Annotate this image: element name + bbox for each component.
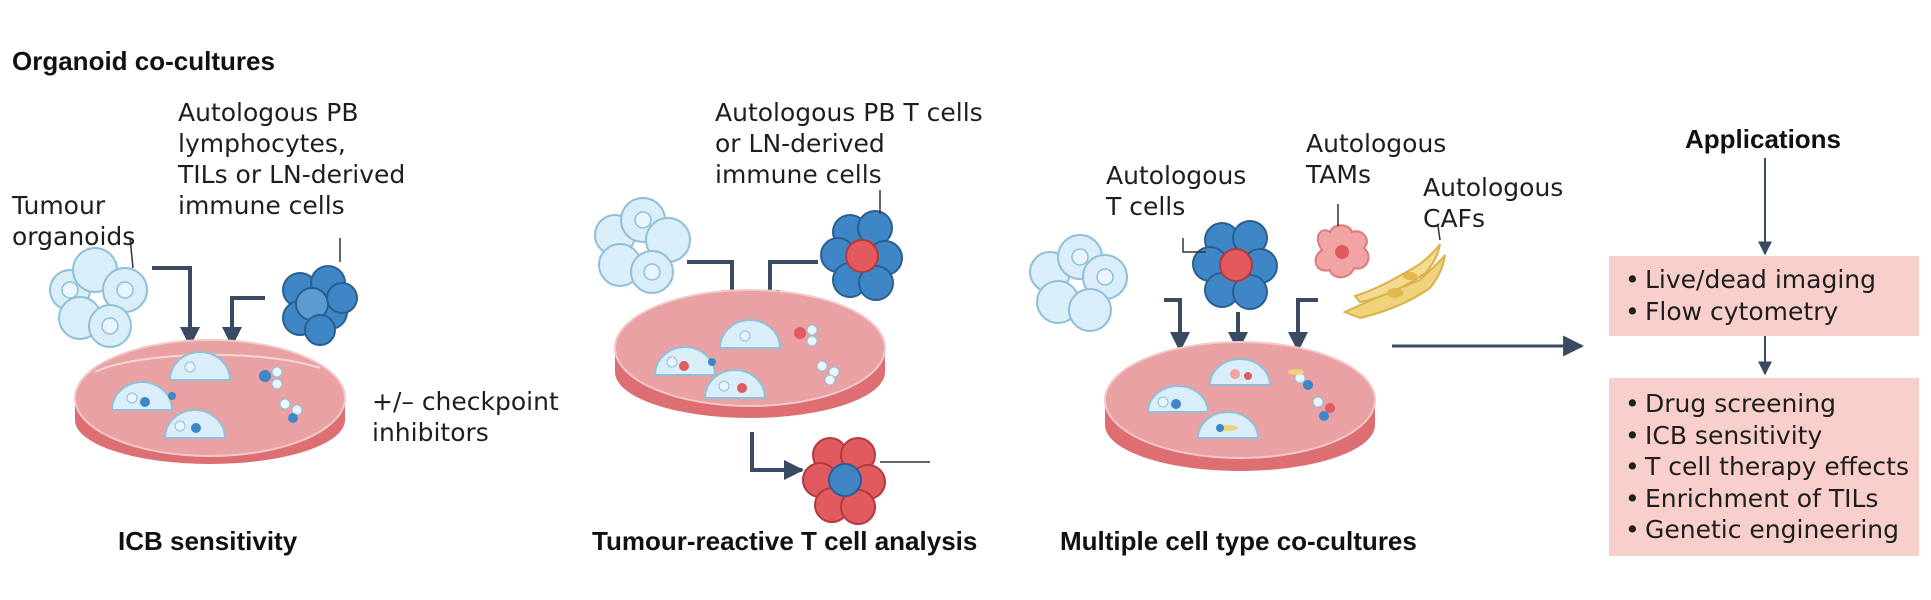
use-item: Genetic engineering [1621, 514, 1919, 546]
label-autologous-cafs: Autologous CAFs [1423, 173, 1564, 233]
uses-box: Drug screening ICB sensitivity T cell th… [1609, 378, 1919, 556]
use-item: Enrichment of TILs [1621, 483, 1919, 515]
caption-multiple-cell-types: Multiple cell type co-cultures [1060, 526, 1417, 556]
label-autologous-t-cells: Autologous T cells [1106, 161, 1247, 221]
tam-cell [1314, 224, 1370, 279]
tumour-organoid-cluster [1029, 234, 1128, 332]
culture-dish-reactive [614, 289, 886, 418]
readout-item: Live/dead imaging [1621, 264, 1919, 296]
reactive-t-cell-cluster [802, 437, 886, 525]
label-checkpoint-inhibitors: +/– checkpoint inhibitors [372, 387, 559, 447]
use-item: T cell therapy effects [1621, 451, 1919, 483]
readouts-box: Live/dead imaging Flow cytometry [1609, 256, 1919, 336]
readout-item: Flow cytometry [1621, 296, 1919, 328]
panel-icb-artwork [49, 237, 358, 464]
use-item: ICB sensitivity [1621, 420, 1919, 452]
tumour-organoid-cluster [594, 197, 691, 294]
label-tumour-organoids: Tumour organoids [12, 191, 136, 251]
caption-tumour-reactive: Tumour-reactive T cell analysis [592, 526, 978, 556]
label-autologous-tams: Autologous TAMs [1306, 129, 1447, 189]
figure-title: Organoid co-cultures [12, 46, 275, 76]
panel-multi-artwork [1029, 204, 1585, 471]
caf-cells [1342, 243, 1446, 320]
label-autologous-lymphocytes: Autologous PB lymphocytes, TILs or LN-de… [178, 98, 406, 220]
use-item: Drug screening [1621, 388, 1919, 420]
applications-heading: Applications [1685, 124, 1842, 154]
culture-dish-multi [1104, 341, 1376, 471]
immune-cell-cluster [282, 265, 358, 346]
panel-reactive-artwork [594, 190, 930, 525]
label-autologous-pb-t-cells: Autologous PB T cells or LN-derived immu… [715, 98, 983, 189]
tumour-organoid-cluster [49, 247, 148, 348]
t-cell-cluster [1192, 220, 1278, 310]
culture-dish-icb [74, 339, 346, 464]
caption-icb-sensitivity: ICB sensitivity [118, 526, 298, 556]
immune-cell-cluster [820, 210, 903, 301]
